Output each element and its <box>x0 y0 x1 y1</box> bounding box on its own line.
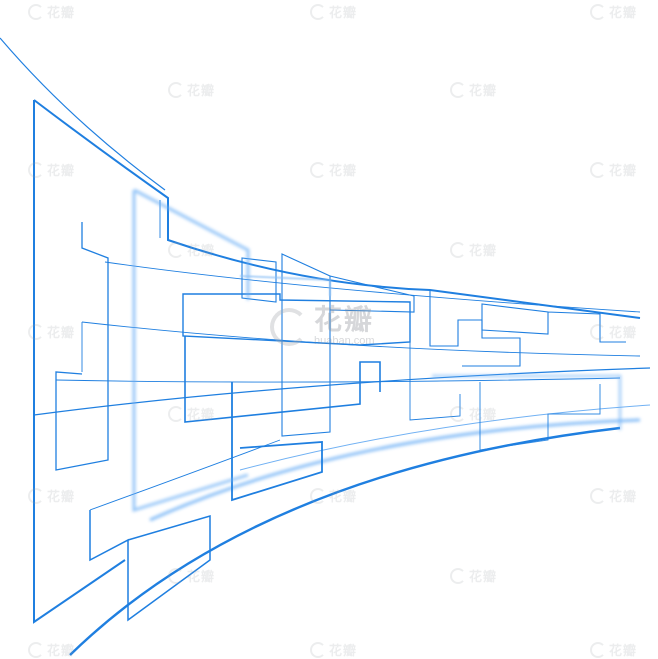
horizon-line-4 <box>55 377 621 383</box>
huaban-logo-icon <box>270 307 308 346</box>
box-far-right-lower <box>479 382 601 451</box>
bottom-sweep-curve-blur <box>149 418 641 522</box>
box-upper-right-tab <box>241 253 331 437</box>
box-lower-connector <box>89 439 281 511</box>
center-watermark: 花瓣 huaban.com <box>270 306 375 347</box>
glow-frame-right <box>432 374 622 430</box>
box-center-large <box>182 293 411 346</box>
box-mid-left-thin <box>81 200 161 372</box>
horizon-line-3 <box>104 261 641 313</box>
main-left-frame <box>33 99 641 624</box>
box-mid-right-thin <box>409 342 461 421</box>
box-stair-lower <box>231 382 323 502</box>
horizon-line-1 <box>33 367 651 416</box>
glow-frame-top <box>239 275 331 296</box>
box-bottom-left <box>89 510 211 622</box>
watermark-url: huaban.com <box>314 335 375 347</box>
box-stair-center <box>184 336 381 423</box>
box-left-upper <box>55 222 109 471</box>
glow-frame-left <box>132 188 250 513</box>
box-top-right-a <box>329 275 415 313</box>
bottom-sweep-curve <box>69 426 621 656</box>
bottom-sweep-curve-thin <box>239 404 651 471</box>
top-sweep-curve <box>0 37 166 191</box>
box-top-right-b <box>429 290 521 367</box>
watermark-brand: 花瓣 <box>314 303 375 336</box>
box-far-right <box>481 303 626 343</box>
